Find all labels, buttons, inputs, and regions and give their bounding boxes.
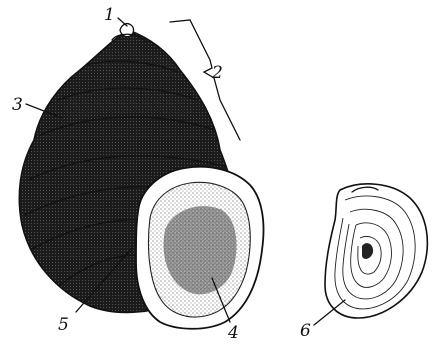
- label-4: 4: [227, 323, 239, 343]
- shell-aperture: [136, 167, 264, 329]
- label-3: 3: [12, 95, 23, 115]
- label-2: 2: [211, 63, 223, 83]
- label-6: 6: [300, 321, 311, 341]
- operculum: [325, 184, 427, 318]
- label-5: 5: [58, 315, 69, 335]
- label-1: 1: [104, 5, 115, 25]
